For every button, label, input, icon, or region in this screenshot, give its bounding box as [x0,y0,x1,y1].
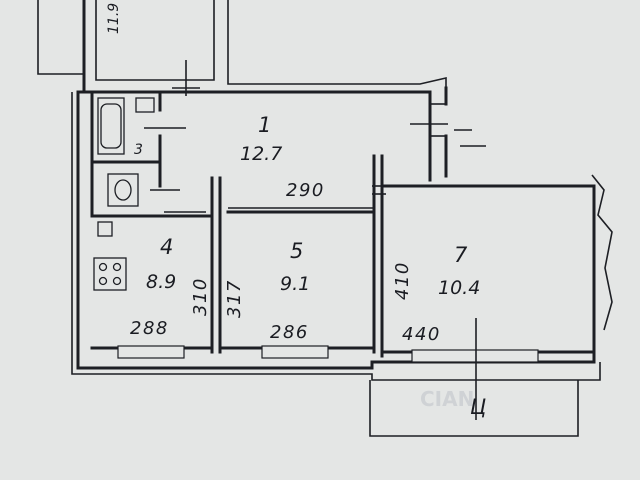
dimension-410: 410 [392,261,413,300]
outer-walls [71,78,601,381]
adjacent-walls [37,0,613,331]
room-1-number: 1 [258,113,271,137]
room-5-area: 9.1 [280,273,310,295]
dimension-310: 310 [190,277,211,316]
interior-walls [90,60,596,358]
room-5-number: 5 [290,239,303,263]
dimension-290: 290 [286,180,325,201]
sink-icon [135,97,155,113]
room-4-area: 8.9 [146,271,176,293]
dimension-top-left: 11.9 [106,3,122,34]
dimension-440: 440 [402,324,441,345]
kitchen-sink-icon [97,221,113,237]
stove-icon [93,257,127,291]
room-3-number: 3 [134,142,143,158]
room-7-number: 7 [454,243,468,267]
balcony-mark: Ц [470,395,486,419]
dimension-288: 288 [130,318,169,339]
dimension-317: 317 [224,279,245,318]
window-room4 [117,345,185,359]
room-4-number: 4 [160,235,173,259]
room-1-area: 12.7 [240,143,282,165]
window-room5 [261,345,329,359]
toilet-icon [107,173,139,207]
watermark-logo: CIAN [420,387,474,411]
room-7-area: 10.4 [438,277,480,299]
balcony [369,380,579,437]
windows [117,345,539,363]
dimension-286: 286 [270,322,309,343]
window-room7 [411,349,539,363]
bathtub-icon [97,97,125,155]
